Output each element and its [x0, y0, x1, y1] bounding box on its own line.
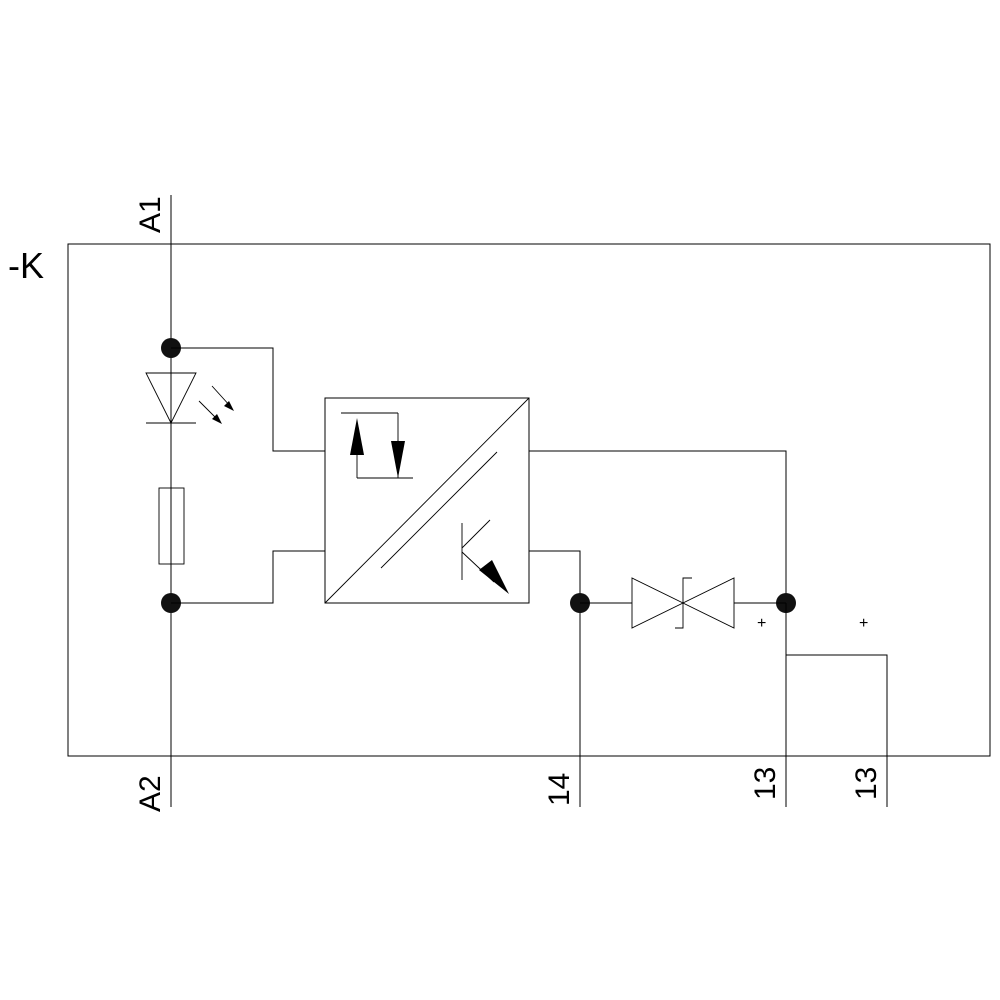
device-enclosure: [67, 243, 991, 757]
optocoupler-icon: [324, 397, 530, 604]
terminal-label-a2: A2: [134, 775, 167, 812]
terminal-label-14: 14: [543, 773, 576, 806]
wire-optocoupler-to-13: [529, 450, 787, 603]
wire-top-to-optocoupler: [171, 347, 325, 452]
polarity-plus-left: +: [757, 615, 766, 632]
wire-bottom-to-optocoupler: [171, 550, 325, 604]
polarity-plus-right: +: [859, 615, 868, 632]
wire-13-right: [786, 654, 888, 807]
led-icon: [145, 372, 234, 425]
resistor-icon: [158, 487, 185, 565]
device-designation: -K: [8, 245, 44, 286]
terminal-label-13-left: 13: [749, 767, 782, 800]
terminal-label-a1: A1: [134, 196, 167, 233]
tvs-diode-icon: [631, 577, 735, 629]
wire-optocoupler-to-14: [529, 550, 581, 807]
terminal-label-13-right: 13: [850, 767, 883, 800]
